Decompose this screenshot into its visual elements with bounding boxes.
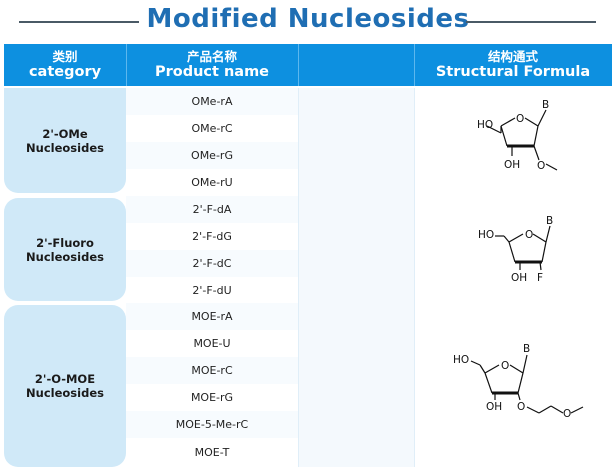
structure-cell-moe: O HO B OH O O (415, 303, 612, 467)
header-divider (126, 44, 127, 86)
blank-cell (298, 411, 414, 438)
header-product: 产品名称 Product name (126, 44, 298, 86)
ome-structure-diagram: O HO B OH O (477, 99, 558, 172)
blank-cell (298, 88, 414, 115)
header-category-zh: 类别 (52, 49, 78, 64)
product-name: 2'-F-dG (192, 230, 232, 243)
header-formula-zh: 结构通式 (487, 49, 538, 64)
product-name: 2'-F-dA (192, 203, 232, 216)
structure-cell-ome: O HO B OH O (415, 88, 612, 196)
category-name: 2'-OMe (42, 126, 88, 141)
ho-label: HO (477, 119, 493, 131)
product-name: OMe-rG (191, 149, 233, 162)
title-text: Modified Nucleosides (146, 4, 470, 34)
header-divider (298, 44, 299, 86)
category-subtitle: Nucleosides (26, 386, 104, 400)
page-title: Modified Nucleosides (0, 0, 616, 44)
column-divider (298, 88, 299, 467)
header-formula-en: Structural Formula (435, 64, 591, 80)
blank-cell (298, 196, 414, 223)
product-name: MOE-5-Me-rC (175, 418, 249, 431)
oh-label: OH (504, 159, 520, 171)
blank-cell (298, 330, 414, 357)
ho-label: HO (453, 354, 469, 366)
blank-cell (298, 277, 414, 303)
structure-cell-fluoro: F O HO B OH F (415, 196, 612, 303)
base-label: B (546, 215, 553, 227)
column-divider (414, 88, 415, 467)
blank-cell (298, 384, 414, 411)
header-category-en: category (28, 64, 102, 80)
category-subtitle: Nucleosides (26, 249, 104, 264)
header-product-zh: 产品名称 (186, 49, 237, 64)
moe-structure-diagram: O HO B OH O O (453, 343, 584, 420)
blank-cell (298, 115, 414, 142)
product-name: OMe-rA (191, 95, 233, 108)
product-name: MOE-rG (190, 391, 234, 404)
title-rule-left (19, 21, 139, 23)
product-name: MOE-rC (191, 364, 233, 377)
ether-oxygen-label-2: O (563, 408, 571, 420)
base-label: B (523, 343, 530, 355)
oh-label: OH (511, 272, 527, 284)
methoxy-oxygen-label: O (537, 160, 545, 172)
ring-oxygen-label: O (501, 360, 509, 372)
product-name: 2'-F-dU (192, 283, 232, 297)
blank-cell (298, 303, 414, 330)
fluoro-structure-diagram: F O HO B OH F (478, 215, 553, 284)
blank-cell (298, 357, 414, 384)
ring-oxygen-label: O (525, 229, 533, 241)
product-name: MOE-U (193, 337, 231, 350)
product-name: OMe-rU (191, 176, 233, 189)
blank-cell (298, 438, 414, 467)
header-category: 类别 category (4, 44, 126, 86)
blank-cell (298, 223, 414, 250)
ether-oxygen-label: O (517, 401, 525, 413)
blank-cell (298, 142, 414, 169)
blank-cell (298, 169, 414, 196)
product-name: MOE-T (194, 446, 230, 459)
fluorine-label: F (537, 272, 543, 284)
oh-label: OH (486, 401, 502, 413)
product-name: 2'-F-dC (192, 257, 232, 270)
title-rule-right (466, 21, 596, 23)
ho-label: HO (478, 229, 494, 241)
blank-cell (298, 250, 414, 277)
product-name: OMe-rC (191, 122, 233, 135)
product-name: MOE-rA (191, 310, 233, 323)
ring-oxygen-label: O (516, 113, 524, 125)
category-name: 2'-O-MOE (34, 372, 96, 386)
header-product-en: Product name (154, 64, 270, 80)
category-subtitle: Nucleosides (26, 140, 104, 155)
header-divider (414, 44, 415, 86)
base-label: B (542, 99, 549, 111)
category-name: 2'-Fluoro (36, 235, 94, 250)
header-formula: 结构通式 Structural Formula (414, 44, 612, 86)
table-header: 类别 category 产品名称 Product name 结构通式 Struc… (4, 44, 612, 86)
